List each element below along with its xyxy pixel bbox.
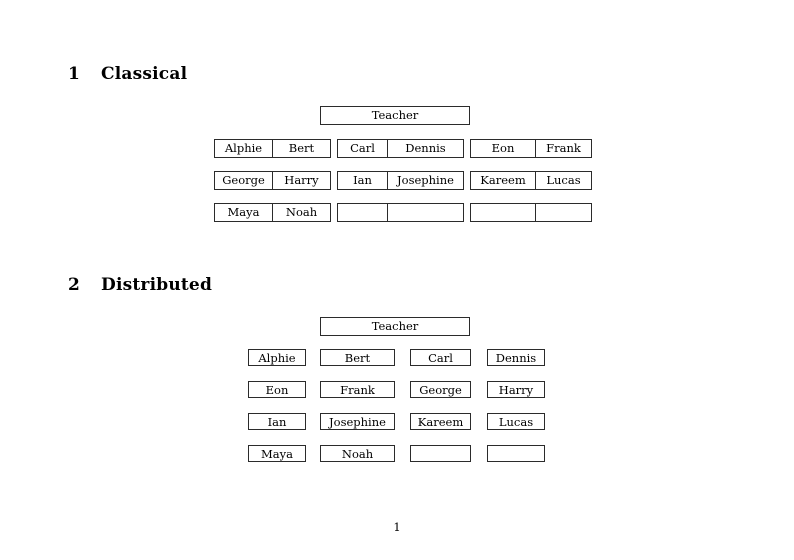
table-row — [337, 203, 464, 222]
student-box: Frank — [320, 381, 395, 398]
student-cell: Noah — [272, 203, 331, 222]
student-cell: Harry — [272, 171, 331, 190]
section-title: Classical — [101, 64, 188, 84]
student-cell: Ian — [337, 171, 388, 190]
classical-group-2-row-3 — [337, 203, 464, 222]
classical-group-1-row-2: George Harry — [214, 171, 331, 190]
student-cell: Dennis — [387, 139, 464, 158]
student-box: Dennis — [487, 349, 545, 366]
student-box: Lucas — [487, 413, 545, 430]
student-cell-empty — [387, 203, 464, 222]
student-box: Kareem — [410, 413, 471, 430]
teacher-cell: Teacher — [320, 106, 470, 125]
section-heading-distributed: 2 Distributed — [68, 275, 212, 295]
student-box: Josephine — [320, 413, 395, 430]
student-box: Eon — [248, 381, 306, 398]
classical-group-2-row-1: Carl Dennis — [337, 139, 464, 158]
student-box: Noah — [320, 445, 395, 462]
page-number: 1 — [393, 520, 401, 534]
classical-group-3-row-2: Kareem Lucas — [470, 171, 592, 190]
student-cell: Alphie — [214, 139, 273, 158]
classical-group-3-row-1: Eon Frank — [470, 139, 592, 158]
student-cell-empty — [470, 203, 536, 222]
student-box: George — [410, 381, 471, 398]
classical-group-2-row-2: Ian Josephine — [337, 171, 464, 190]
student-box: Carl — [410, 349, 471, 366]
student-box: Bert — [320, 349, 395, 366]
student-cell: Carl — [337, 139, 388, 158]
distributed-teacher-box: Teacher — [320, 317, 470, 336]
student-box: Ian — [248, 413, 306, 430]
student-box-empty — [487, 445, 545, 462]
table-row: Eon Frank — [470, 139, 592, 158]
student-cell: Frank — [535, 139, 592, 158]
student-box: Alphie — [248, 349, 306, 366]
student-cell: Maya — [214, 203, 273, 222]
student-cell: George — [214, 171, 273, 190]
teacher-cell: Teacher — [320, 317, 470, 336]
table-row: Alphie Bert — [214, 139, 331, 158]
classical-group-1-row-3: Maya Noah — [214, 203, 331, 222]
table-row: Teacher — [320, 317, 470, 336]
table-row: George Harry — [214, 171, 331, 190]
student-cell: Kareem — [470, 171, 536, 190]
table-row: Carl Dennis — [337, 139, 464, 158]
classical-group-3-row-3 — [470, 203, 592, 222]
student-box: Harry — [487, 381, 545, 398]
student-cell: Lucas — [535, 171, 592, 190]
section-title: Distributed — [101, 275, 213, 295]
classical-group-1-row-1: Alphie Bert — [214, 139, 331, 158]
section-number: 1 — [68, 64, 81, 84]
table-row — [470, 203, 592, 222]
table-row: Teacher — [320, 106, 470, 125]
table-row: Ian Josephine — [337, 171, 464, 190]
section-heading-classical: 1 Classical — [68, 64, 187, 84]
student-cell: Eon — [470, 139, 536, 158]
student-cell: Josephine — [387, 171, 464, 190]
student-cell-empty — [337, 203, 388, 222]
classical-teacher-box: Teacher — [320, 106, 470, 125]
student-box-empty — [410, 445, 471, 462]
student-box: Maya — [248, 445, 306, 462]
table-row: Kareem Lucas — [470, 171, 592, 190]
student-cell: Bert — [272, 139, 331, 158]
table-row: Maya Noah — [214, 203, 331, 222]
section-number: 2 — [68, 275, 81, 295]
student-cell-empty — [535, 203, 592, 222]
